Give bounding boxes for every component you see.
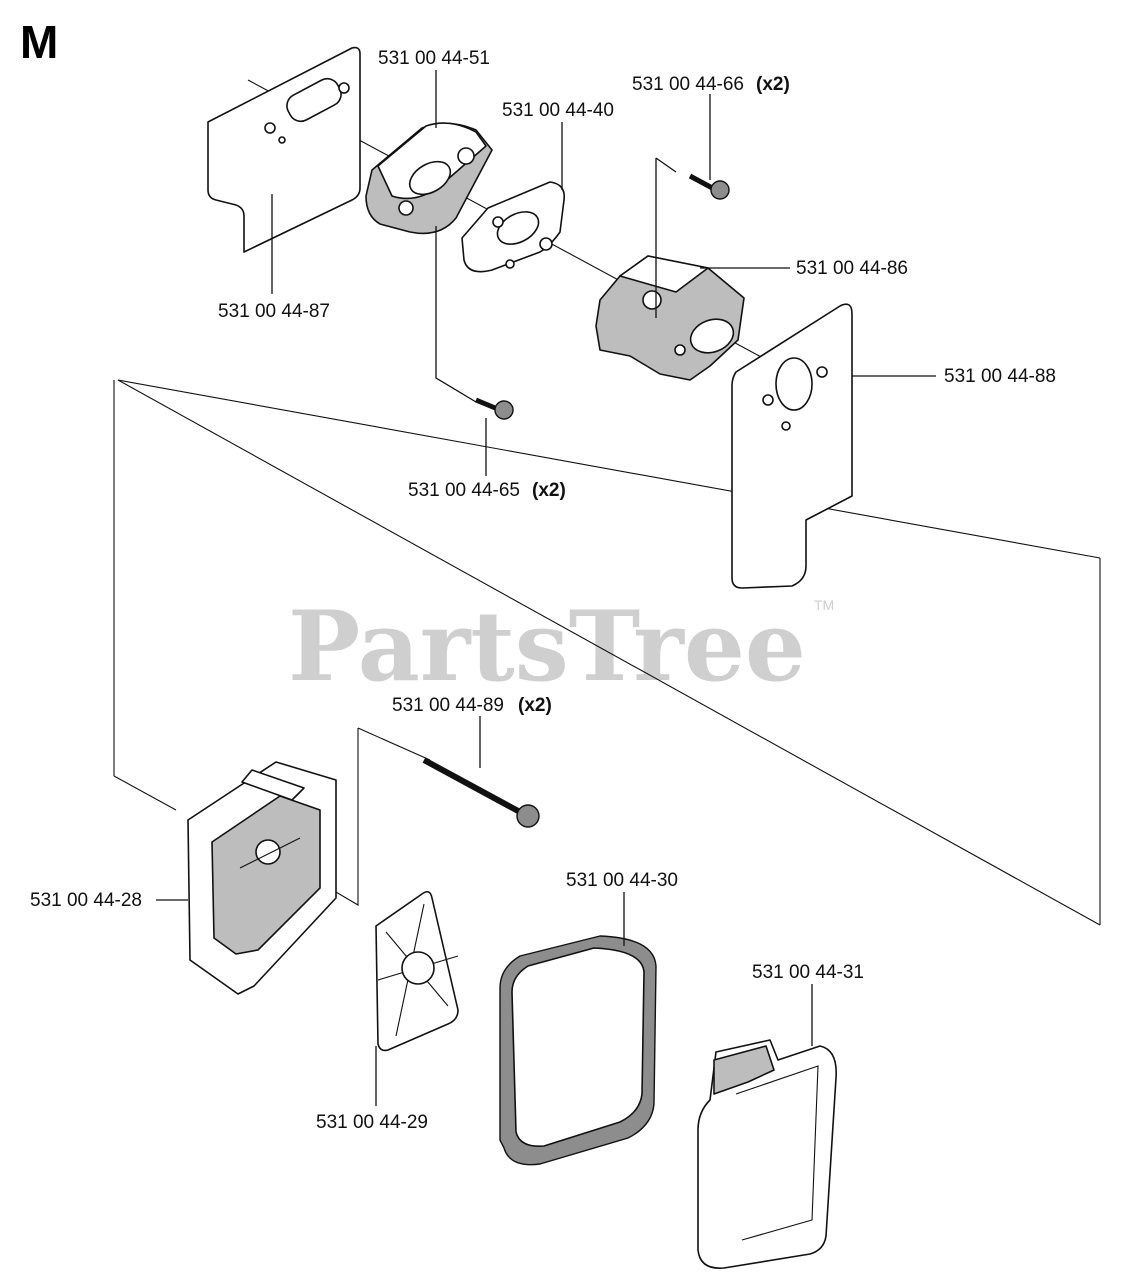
section-letter: M <box>20 16 58 68</box>
label-531-00-44-89-number: 531 00 44-89 <box>392 695 504 716</box>
label-531-00-44-66: 531 00 44-66 (x2) <box>632 74 790 95</box>
label-531-00-44-66-qty: (x2) <box>756 74 790 95</box>
label-531-00-44-30: 531 00 44-30 <box>566 870 678 891</box>
bolt-89 <box>422 757 540 828</box>
housing-28 <box>187 761 337 995</box>
leader-lines <box>156 70 936 1106</box>
watermark: PartsTree TM <box>288 590 834 703</box>
label-531-00-44-89-qty: (x2) <box>518 695 552 716</box>
label-531-00-44-88: 531 00 44-88 <box>944 366 1056 387</box>
label-531-00-44-31: 531 00 44-31 <box>752 962 864 983</box>
gasket-40 <box>461 181 566 273</box>
label-531-00-44-65-qty: (x2) <box>532 480 566 501</box>
label-531-00-44-65-number: 531 00 44-65 <box>408 480 520 501</box>
cover-31 <box>697 1039 837 1269</box>
adapter-86 <box>595 255 745 381</box>
label-531-00-44-66-number: 531 00 44-66 <box>632 74 744 95</box>
label-531-00-44-40: 531 00 44-40 <box>502 100 614 121</box>
screw-65 <box>475 397 514 420</box>
gasket-87 <box>207 46 361 253</box>
flange-51 <box>365 122 493 235</box>
label-531-00-44-65: 531 00 44-65 (x2) <box>408 480 566 501</box>
part-labels: 531 00 44-51 531 00 44-40 531 00 44-66 (… <box>30 48 1056 1133</box>
label-531-00-44-29: 531 00 44-29 <box>316 1112 428 1133</box>
watermark-trademark: TM <box>814 597 834 613</box>
gasket-88 <box>731 303 853 589</box>
label-531-00-44-86: 531 00 44-86 <box>796 258 908 279</box>
watermark-text: PartsTree <box>288 590 806 703</box>
label-531-00-44-28: 531 00 44-28 <box>30 890 142 911</box>
label-531-00-44-89: 531 00 44-89 (x2) <box>392 695 552 716</box>
support-29 <box>375 890 459 1052</box>
screw-66 <box>688 173 730 200</box>
label-531-00-44-51: 531 00 44-51 <box>378 48 490 69</box>
label-531-00-44-87: 531 00 44-87 <box>218 301 330 322</box>
filter-30 <box>499 935 657 1166</box>
